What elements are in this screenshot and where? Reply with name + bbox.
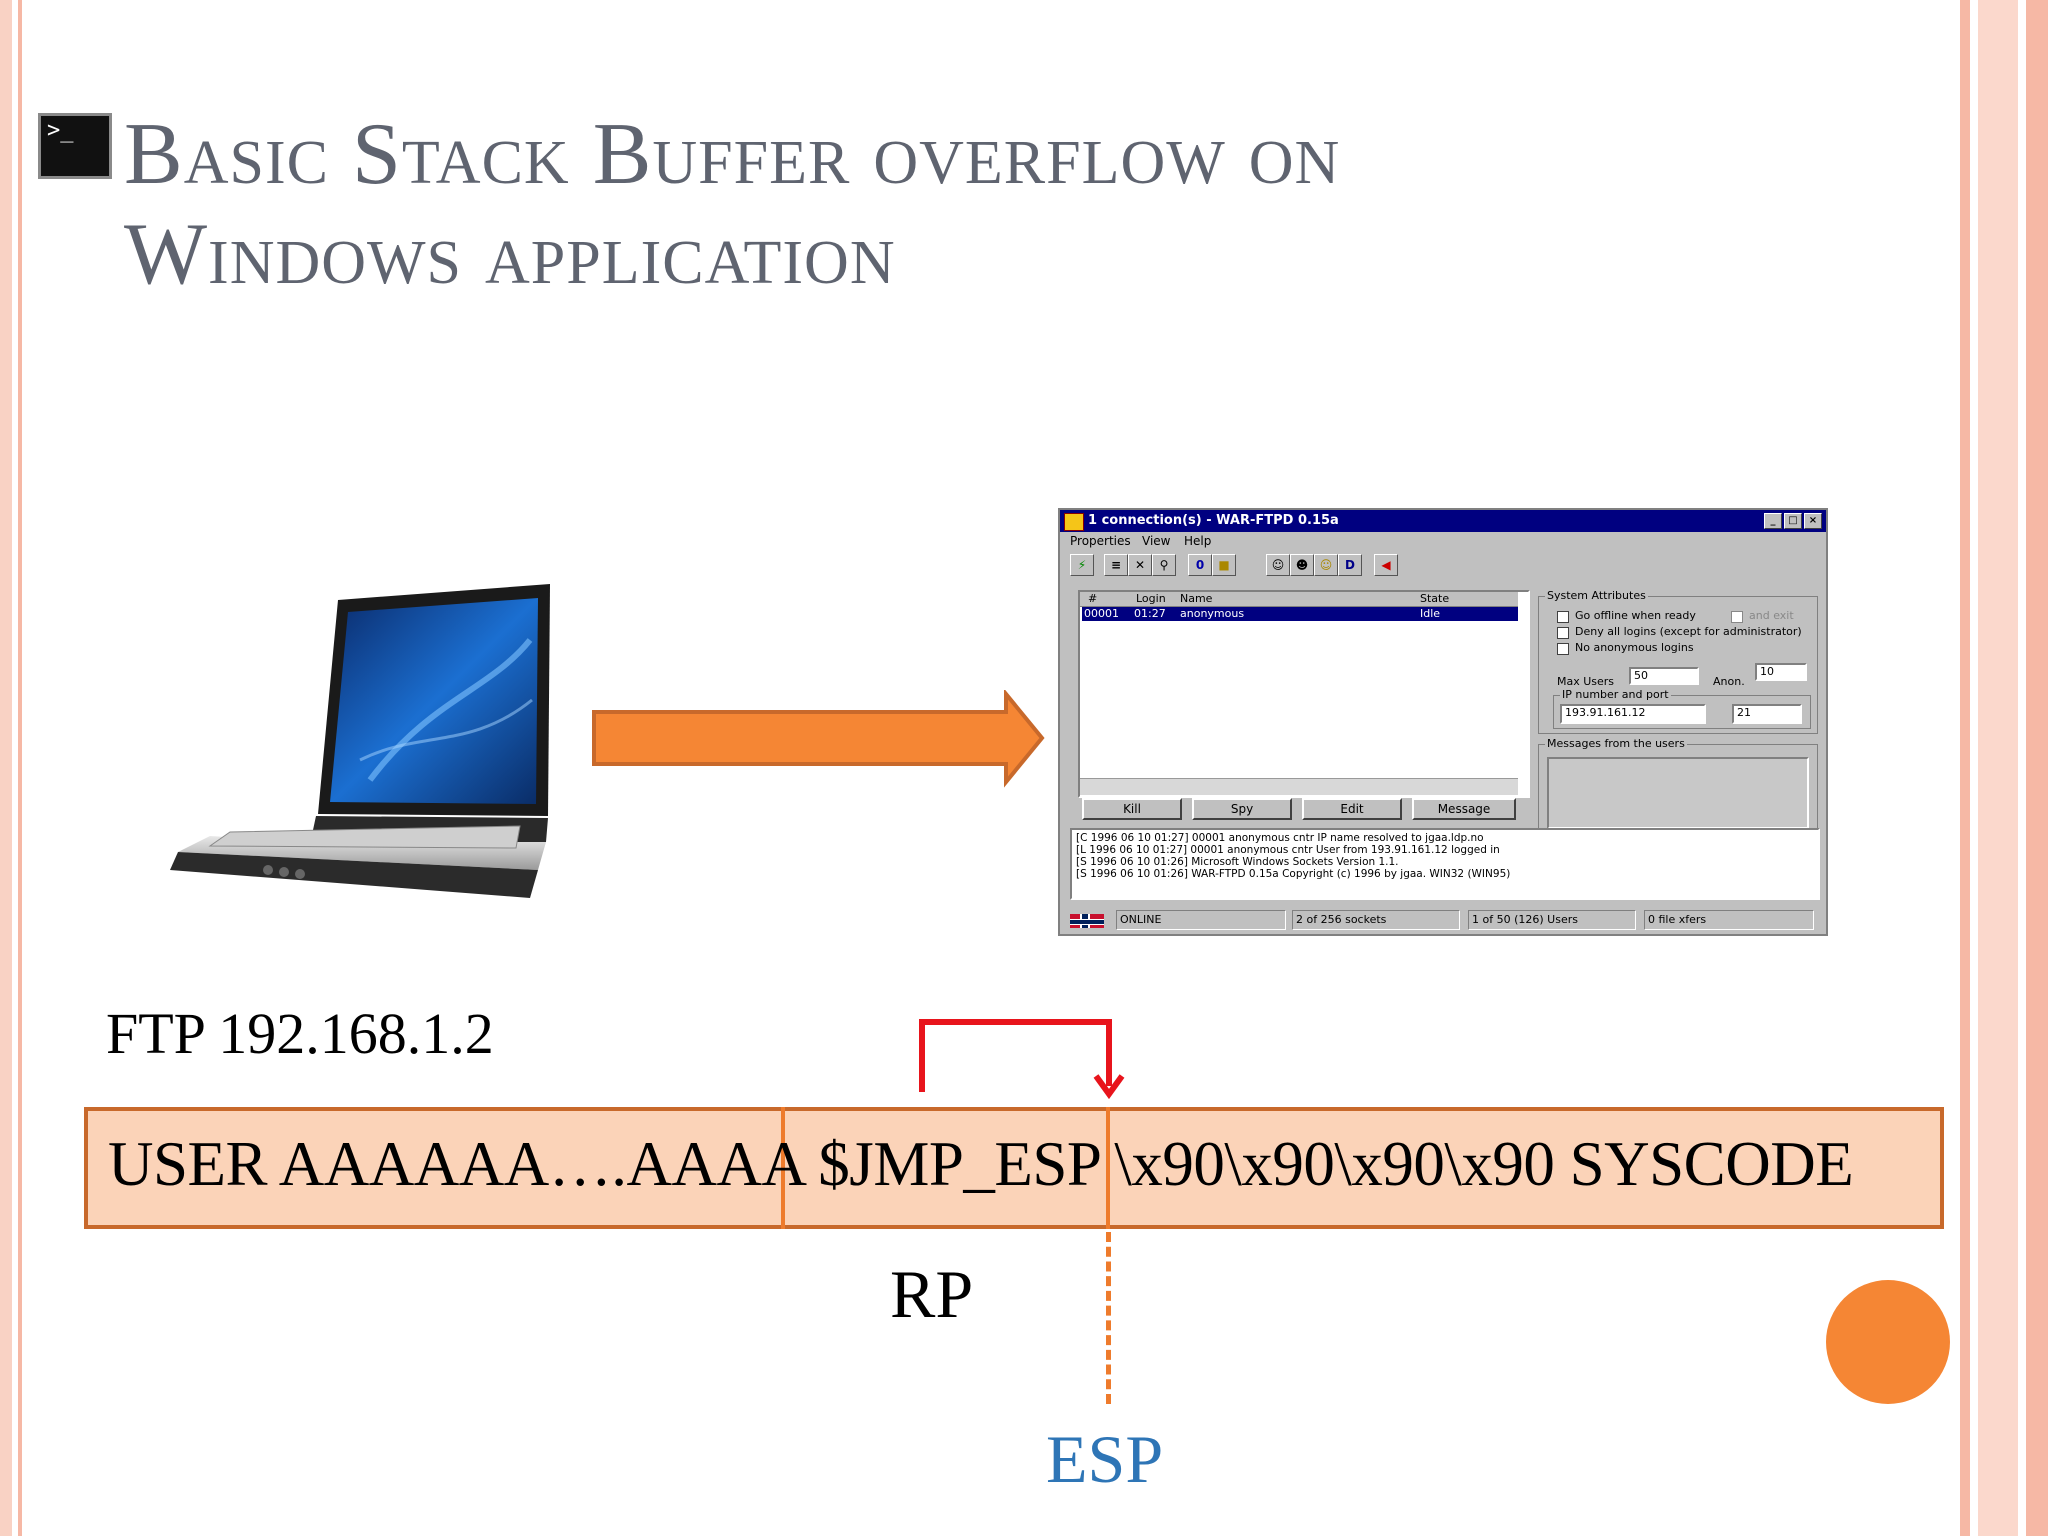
col-state[interactable]: State — [1420, 592, 1450, 605]
folder-icon[interactable]: ■ — [1212, 554, 1236, 576]
list-icon[interactable]: ≡ — [1104, 554, 1128, 576]
status-online: ONLINE — [1116, 910, 1286, 930]
log-line: [C 1996 06 10 01:27] 00001 anonymous cnt… — [1076, 832, 1484, 844]
messages-group: Messages from the users — [1538, 737, 1818, 838]
laptop-icon — [170, 584, 550, 898]
log-line: [S 1996 06 10 01:26] WAR-FTPD 0.15a Copy… — [1076, 868, 1511, 880]
no-anonymous-checkbox[interactable] — [1557, 643, 1569, 655]
message-button[interactable]: Message — [1412, 798, 1516, 820]
info-icon[interactable]: 0 — [1188, 554, 1212, 576]
kill-button[interactable]: Kill — [1082, 798, 1182, 820]
user-icon[interactable]: ☺ — [1266, 554, 1290, 576]
messages-box[interactable] — [1547, 757, 1809, 829]
cell-login: 01:27 — [1134, 607, 1166, 620]
payload-text: USER AAAAAA….AAAA $JMP_ESP \x90\x90\x90\… — [108, 1129, 1854, 1199]
deny-logins-label: Deny all logins (except for administrato… — [1575, 625, 1802, 638]
orange-arrow-icon — [592, 690, 1045, 788]
no-anonymous-label: No anonymous logins — [1575, 641, 1694, 654]
system-attributes-group: System Attributes Go offline when ready … — [1538, 589, 1818, 734]
go-online-icon[interactable]: ⚡ — [1070, 554, 1094, 576]
ip-port-group: IP number and port 193.91.161.12 21 — [1553, 688, 1811, 729]
deny-logins-checkbox[interactable] — [1557, 627, 1569, 639]
go-offline-label: Go offline when ready — [1575, 609, 1696, 622]
port-field[interactable]: 21 — [1732, 704, 1802, 724]
zoom-icon[interactable]: ⚲ — [1152, 554, 1176, 576]
horizontal-scrollbar[interactable] — [1080, 778, 1518, 795]
norway-flag-icon — [1070, 914, 1104, 928]
ip-port-label: IP number and port — [1560, 688, 1671, 701]
log-box: [C 1996 06 10 01:27] 00001 anonymous cnt… — [1070, 828, 1820, 900]
segment-divider-2 — [1106, 1107, 1110, 1229]
cell-number: 00001 — [1084, 607, 1119, 620]
decorative-circle — [1826, 1280, 1950, 1404]
flag-icon[interactable]: ◀ — [1374, 554, 1398, 576]
max-users-field[interactable]: 50 — [1629, 667, 1699, 685]
ip-field[interactable]: 193.91.161.12 — [1560, 704, 1706, 724]
users-icon[interactable]: ☻ — [1290, 554, 1314, 576]
col-name[interactable]: Name — [1180, 592, 1213, 605]
menu-properties[interactable]: Properties — [1070, 534, 1131, 548]
minimize-icon[interactable]: _ — [1764, 513, 1782, 529]
go-offline-checkbox[interactable] — [1557, 611, 1569, 623]
menu-view[interactable]: View — [1142, 534, 1171, 548]
status-users: 1 of 50 (126) Users — [1468, 910, 1636, 930]
maximize-icon[interactable]: □ — [1784, 513, 1802, 529]
max-users-label: Max Users — [1557, 675, 1615, 688]
col-number[interactable]: # — [1088, 592, 1098, 605]
connection-list: # Login Name State 00001 01:27 anonymous… — [1078, 590, 1530, 798]
log-line: [L 1996 06 10 01:27] 00001 anonymous cnt… — [1076, 844, 1500, 856]
close-icon[interactable]: × — [1804, 513, 1822, 529]
d-icon[interactable]: D — [1338, 554, 1362, 576]
system-attributes-label: System Attributes — [1545, 589, 1648, 602]
slide-title: Basic Stack Buffer overflow on Windows a… — [124, 105, 1624, 305]
status-sockets: 2 of 256 sockets — [1292, 910, 1460, 930]
jump-arrow-icon — [919, 1019, 1125, 1100]
table-row[interactable]: 00001 01:27 anonymous Idle — [1082, 607, 1518, 621]
segment-divider-1 — [781, 1107, 785, 1229]
log-line: [S 1996 06 10 01:26] Microsoft Windows S… — [1076, 856, 1399, 868]
title-line-1: Basic Stack Buffer overflow on — [124, 106, 1341, 203]
title-line-2: Windows application — [124, 206, 896, 303]
status-xfers: 0 file xfers — [1644, 910, 1814, 930]
list-header: # Login Name State — [1080, 592, 1518, 607]
spy-button[interactable]: Spy — [1192, 798, 1292, 820]
cell-name: anonymous — [1180, 607, 1245, 620]
rp-label: RP — [890, 1256, 974, 1332]
and-exit-label: and exit — [1749, 609, 1794, 622]
edit-button[interactable]: Edit — [1302, 798, 1402, 820]
border-stripe-right-1 — [1960, 0, 1970, 1536]
esp-label: ESP — [1046, 1421, 1164, 1497]
border-stripe-right-2 — [1978, 0, 2018, 1536]
app-icon — [1064, 513, 1084, 531]
border-stripe-left-inner — [18, 0, 22, 1536]
face-icon[interactable]: ☺ — [1314, 554, 1338, 576]
terminal-icon: >_ — [38, 113, 112, 179]
ftp-target-label: FTP 192.168.1.2 — [106, 1001, 494, 1066]
anon-label: Anon. — [1713, 675, 1745, 688]
window-title: 1 connection(s) - WAR-FTPD 0.15a — [1088, 513, 1339, 528]
border-stripe-right-3 — [2026, 0, 2048, 1536]
cell-state: Idle — [1420, 607, 1441, 620]
war-ftpd-window: 1 connection(s) - WAR-FTPD 0.15a _ □ × P… — [1058, 508, 1828, 936]
and-exit-checkbox — [1731, 611, 1743, 623]
anon-field[interactable]: 10 — [1755, 663, 1807, 681]
kill-icon[interactable]: ✕ — [1128, 554, 1152, 576]
border-stripe-left — [0, 0, 12, 1536]
col-login[interactable]: Login — [1136, 592, 1166, 605]
messages-label: Messages from the users — [1545, 737, 1687, 750]
payload-box — [84, 1107, 1944, 1229]
esp-pointer-line — [1106, 1232, 1111, 1404]
menu-help[interactable]: Help — [1184, 534, 1212, 548]
window-titlebar: 1 connection(s) - WAR-FTPD 0.15a _ □ × — [1060, 510, 1826, 532]
